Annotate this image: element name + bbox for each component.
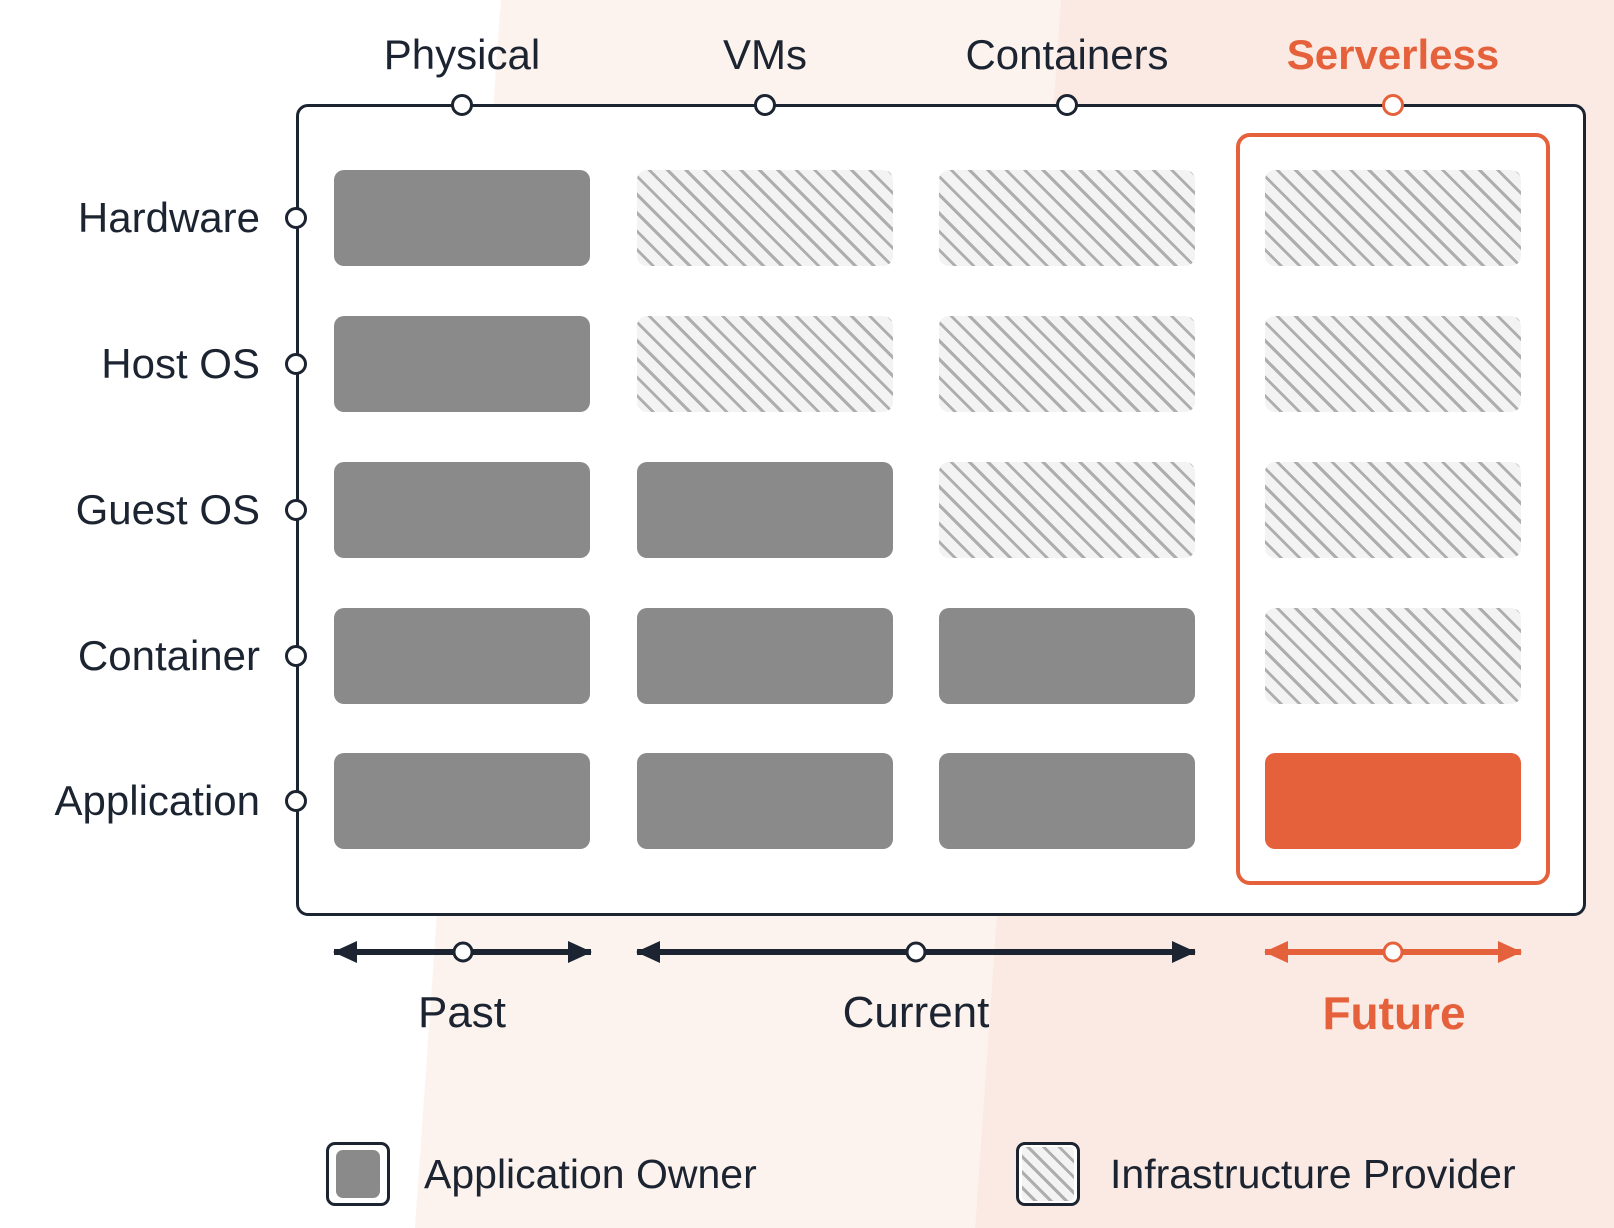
row-node-host-os	[285, 353, 307, 375]
timeline-label-future: Future	[1322, 987, 1466, 1039]
cell-hardware-physical	[334, 170, 590, 266]
current-arrow	[636, 941, 1196, 963]
arrowhead-left-icon	[1264, 941, 1288, 963]
cell-host-os-containers	[939, 316, 1195, 412]
arrowhead-right-icon	[1172, 941, 1196, 963]
hatched-swatch-fill	[1022, 1147, 1074, 1201]
column-node-physical	[451, 94, 473, 116]
column-header-containers: Containers	[965, 31, 1169, 78]
column-header-serverless: Serverless	[1286, 31, 1500, 78]
row-label-container: Container	[77, 632, 260, 679]
cell-hardware-vms	[637, 170, 893, 266]
cell-container-serverless	[1265, 608, 1521, 704]
row-node-container	[285, 645, 307, 667]
timeline-label-current: Current	[842, 988, 990, 1037]
row-node-guest-os	[285, 499, 307, 521]
cell-host-os-serverless	[1265, 316, 1521, 412]
cell-hardware-serverless	[1265, 170, 1521, 266]
serverless-highlight-outline	[1236, 133, 1550, 885]
cell-guest-os-serverless	[1265, 462, 1521, 558]
column-node-serverless	[1382, 94, 1404, 116]
cell-container-containers	[939, 608, 1195, 704]
row-node-hardware	[285, 207, 307, 229]
legend-label-infrastructure-provider: Infrastructure Provider	[1110, 1151, 1516, 1197]
row-label-application: Application	[54, 777, 260, 824]
cell-host-os-physical	[334, 316, 590, 412]
row-label-host-os: Host OS	[101, 340, 260, 387]
column-header-vms: VMs	[723, 31, 807, 78]
cell-guest-os-containers	[939, 462, 1195, 558]
infrastructure-provider-swatch	[1016, 1142, 1080, 1206]
application-owner-swatch	[326, 1142, 390, 1206]
cell-guest-os-physical	[334, 462, 590, 558]
cell-guest-os-vms	[637, 462, 893, 558]
cell-container-physical	[334, 608, 590, 704]
cell-application-vms	[637, 753, 893, 849]
future-arrow-node	[1382, 941, 1404, 963]
cell-application-containers	[939, 753, 1195, 849]
cell-hardware-containers	[939, 170, 1195, 266]
arrowhead-left-icon	[333, 941, 357, 963]
future-arrow	[1264, 941, 1522, 963]
column-node-vms	[754, 94, 776, 116]
row-label-guest-os: Guest OS	[75, 486, 260, 533]
legend-label-application-owner: Application Owner	[424, 1151, 757, 1197]
timeline-label-past: Past	[417, 988, 507, 1037]
solid-gray-swatch-fill	[336, 1150, 380, 1198]
past-arrow	[333, 941, 592, 963]
cell-application-physical	[334, 753, 590, 849]
cell-application-serverless	[1265, 753, 1521, 849]
cell-host-os-vms	[637, 316, 893, 412]
current-arrow-node	[905, 941, 927, 963]
arrowhead-right-icon	[1498, 941, 1522, 963]
row-node-application	[285, 790, 307, 812]
row-label-hardware: Hardware	[77, 194, 260, 241]
column-header-physical: Physical	[383, 31, 541, 78]
arrowhead-left-icon	[636, 941, 660, 963]
past-arrow-node	[452, 941, 473, 963]
arrowhead-right-icon	[568, 941, 592, 963]
cell-container-vms	[637, 608, 893, 704]
column-node-containers	[1056, 94, 1078, 116]
